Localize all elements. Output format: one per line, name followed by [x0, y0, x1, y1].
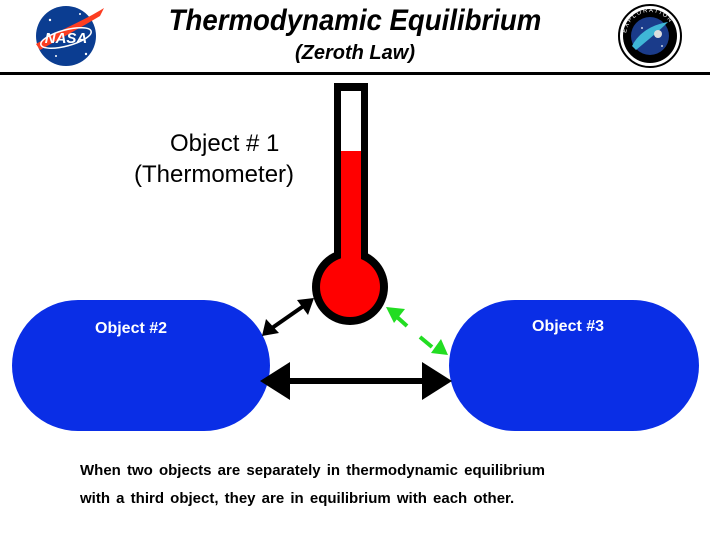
page-title: Thermodynamic Equilibrium	[168, 4, 542, 37]
arrow-object2-object3	[260, 362, 452, 400]
arrow-thermometer-object3	[386, 307, 448, 355]
object-1-subtitle: (Thermometer)	[134, 161, 295, 188]
object-3-label: Object #3	[532, 318, 605, 335]
caption-line-2: with a third object, they are in equilib…	[80, 490, 515, 507]
object-3-shape	[449, 300, 699, 431]
caption-line-1: When two objects are separately in therm…	[80, 462, 545, 479]
thermometer	[312, 83, 388, 325]
header-divider	[0, 72, 710, 75]
page-subtitle: (Zeroth Law)	[295, 42, 415, 64]
arrow-thermometer-object2	[262, 298, 314, 336]
object-1-label: Object # 1 (Thermometer)	[128, 128, 328, 190]
object-1-title: Object # 1	[170, 130, 280, 157]
object-2-shape	[12, 300, 270, 431]
object-2-label: Object #2	[95, 320, 168, 337]
caption: When two objects are separately in therm…	[80, 457, 680, 513]
thermometer-mercury-column	[341, 151, 361, 291]
thermometer-bulb	[320, 257, 380, 317]
